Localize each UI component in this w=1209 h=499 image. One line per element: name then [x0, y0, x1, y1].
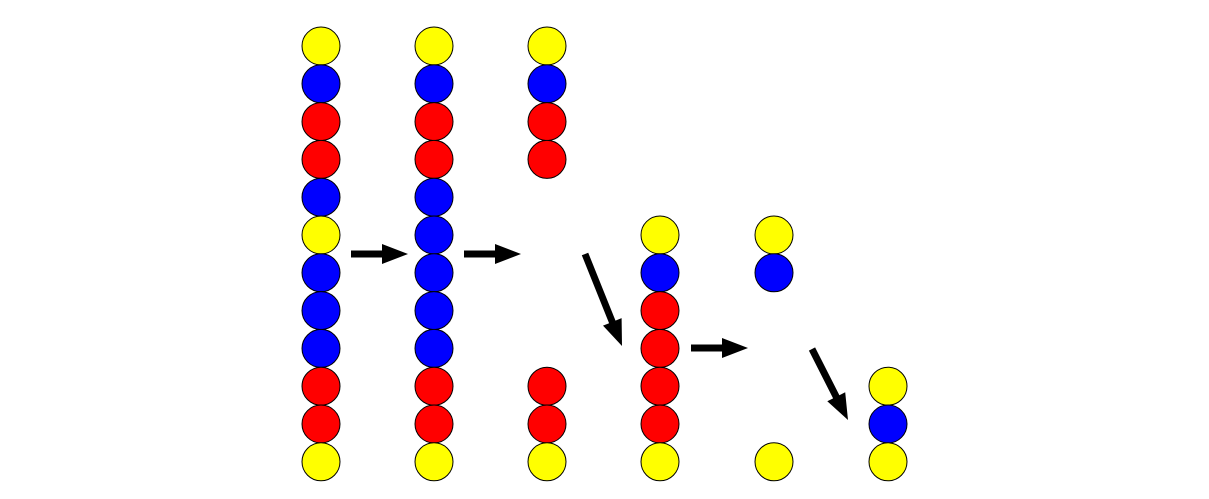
blue-bead	[414, 177, 454, 217]
red-bead	[527, 102, 567, 142]
blue-bead	[414, 215, 454, 255]
red-bead	[414, 366, 454, 406]
yellow-bead	[527, 26, 567, 66]
red-bead	[301, 102, 341, 142]
blue-bead	[527, 64, 567, 104]
yellow-bead	[640, 215, 680, 255]
blue-bead	[414, 64, 454, 104]
yellow-bead	[754, 442, 794, 482]
yellow-bead	[301, 442, 341, 482]
blue-bead	[414, 328, 454, 368]
arrow-5-down-right-arrow-icon	[808, 347, 848, 420]
red-bead	[640, 404, 680, 444]
stack-1	[301, 26, 341, 482]
stack-3	[527, 26, 567, 482]
red-bead	[640, 366, 680, 406]
blue-bead	[301, 64, 341, 104]
yellow-bead	[301, 215, 341, 255]
blue-bead	[301, 328, 341, 368]
yellow-bead	[868, 366, 908, 406]
arrow-2-right-arrow-icon	[464, 244, 521, 264]
stack-2	[414, 26, 454, 482]
yellow-bead	[868, 442, 908, 482]
yellow-bead	[414, 442, 454, 482]
red-bead	[527, 139, 567, 179]
red-bead	[301, 366, 341, 406]
blue-bead	[301, 253, 341, 293]
blue-bead	[754, 253, 794, 293]
red-bead	[527, 366, 567, 406]
red-bead	[414, 404, 454, 444]
yellow-bead	[640, 442, 680, 482]
arrow-1-right-arrow-icon	[351, 244, 408, 264]
red-bead	[301, 404, 341, 444]
arrows-layer	[351, 244, 848, 420]
stack-5	[754, 215, 794, 482]
blue-bead	[640, 253, 680, 293]
red-bead	[640, 291, 680, 331]
blue-bead	[301, 177, 341, 217]
arrow-3-down-right-arrow-icon	[581, 252, 622, 346]
stack-4	[640, 215, 680, 482]
red-bead	[301, 139, 341, 179]
yellow-bead	[754, 215, 794, 255]
blue-bead	[301, 291, 341, 331]
yellow-bead	[301, 26, 341, 66]
stack-6	[868, 366, 908, 482]
red-bead	[640, 328, 680, 368]
red-bead	[527, 404, 567, 444]
blue-bead	[414, 291, 454, 331]
blue-bead	[868, 404, 908, 444]
red-bead	[414, 102, 454, 142]
yellow-bead	[414, 26, 454, 66]
arrow-4-right-arrow-icon	[691, 338, 748, 358]
blue-bead	[414, 253, 454, 293]
red-bead	[414, 139, 454, 179]
yellow-bead	[527, 442, 567, 482]
beads-layer	[301, 26, 908, 482]
